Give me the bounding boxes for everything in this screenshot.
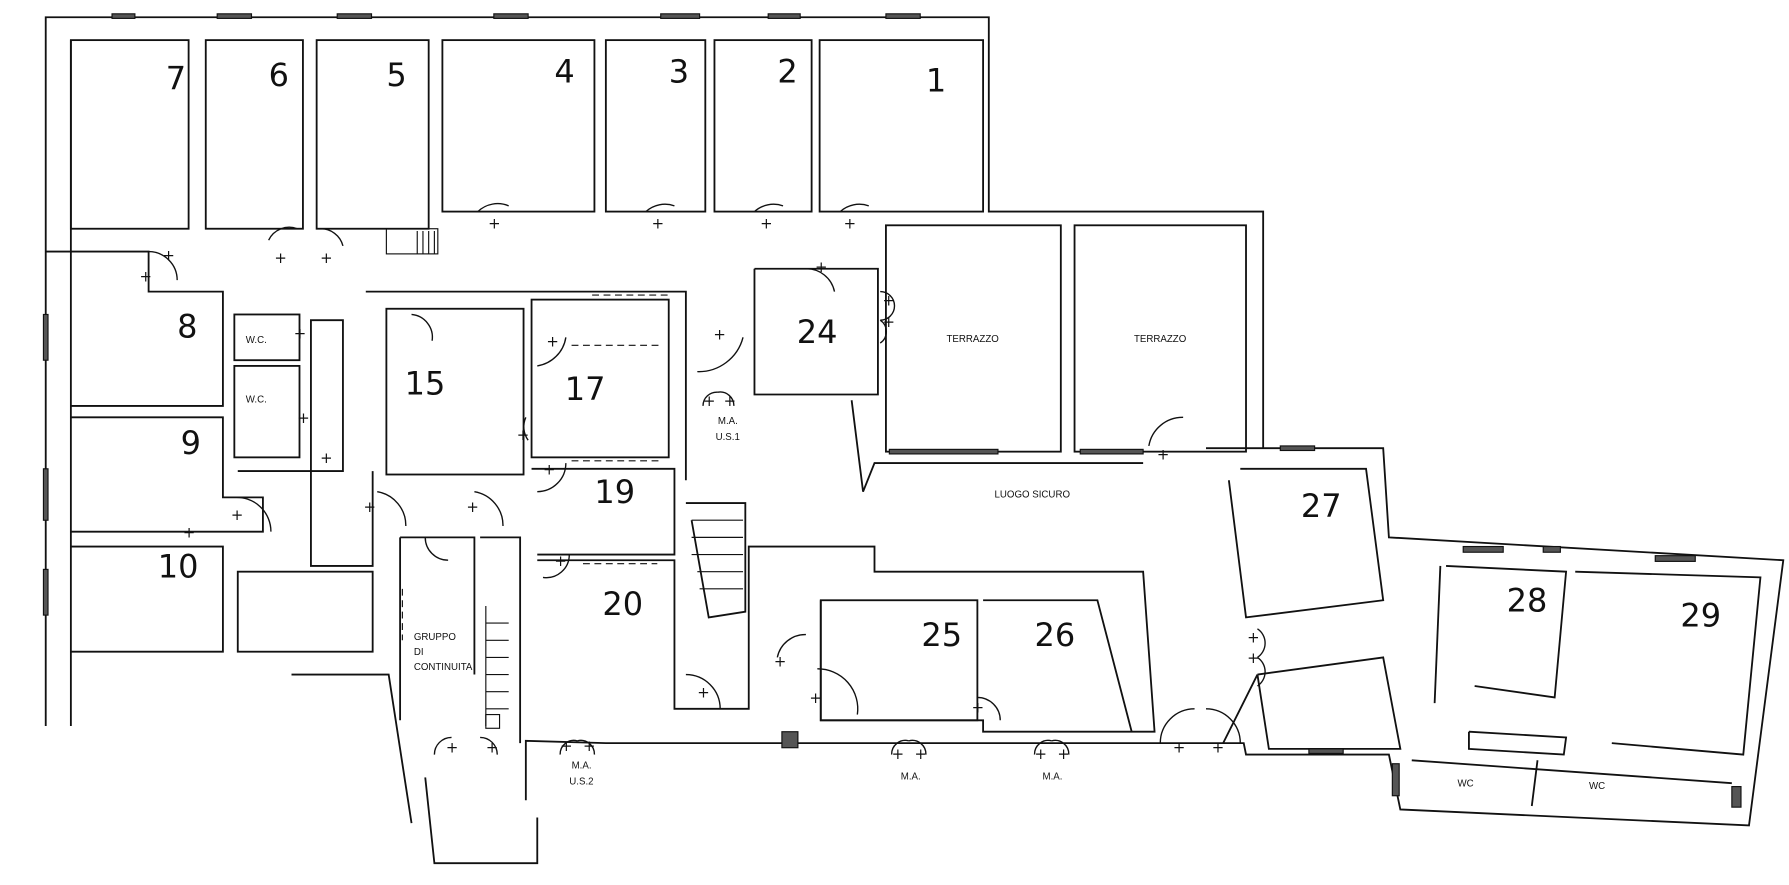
ma-label: M.A.	[901, 772, 921, 783]
top-rooms	[45, 39, 1762, 807]
door-marker: +	[320, 249, 332, 267]
gruppo-continuita-label: GRUPPO	[414, 632, 457, 643]
room-10: 10	[158, 547, 199, 585]
room-4: 4	[554, 52, 574, 90]
door-marker: +	[446, 738, 458, 756]
room-15: 15	[405, 364, 446, 402]
door-marker: +	[297, 409, 309, 427]
ma-label: M.A.	[1043, 772, 1063, 783]
door-marker: +	[1247, 649, 1259, 667]
door-marker: +	[1173, 738, 1185, 756]
room-9: 9	[181, 424, 201, 462]
door-marker: +	[162, 247, 174, 265]
door-marker: +	[972, 698, 984, 716]
door-marker: +	[760, 215, 772, 233]
door-marker: +	[583, 737, 595, 755]
windows	[42, 13, 1742, 808]
door-marker: +	[466, 498, 478, 516]
door-marker: +	[882, 313, 894, 331]
ma-us2-label: U.S.2	[569, 776, 593, 787]
room-1: 1	[926, 62, 946, 100]
door-marker: +	[486, 738, 498, 756]
gruppo-continuita-label: DI	[414, 647, 424, 658]
door-marker: +	[1212, 738, 1224, 756]
door-marker: +	[488, 215, 500, 233]
room-6: 6	[269, 56, 289, 94]
door-marker: +	[554, 552, 566, 570]
door-marker: +	[652, 215, 664, 233]
room-7: 7	[166, 59, 186, 97]
room-27: 27	[1301, 487, 1342, 525]
door-marker: +	[774, 653, 786, 671]
gruppo-continuita-label: CONTINUITA	[414, 662, 473, 673]
door-marker: +	[560, 737, 572, 755]
terrazzo-label: TERRAZZO	[947, 334, 1000, 345]
room-19: 19	[594, 473, 635, 511]
room-29: 29	[1680, 597, 1721, 635]
outer-walls	[44, 16, 1785, 865]
room-24: 24	[797, 313, 838, 351]
wc-label: W.C.	[246, 335, 267, 346]
room-20: 20	[602, 585, 643, 623]
door-marker: +	[882, 291, 894, 309]
room-5: 5	[386, 56, 406, 94]
door-marker: +	[844, 215, 856, 233]
door-marker: +	[724, 392, 736, 410]
door-marker: +	[1247, 629, 1259, 647]
room-8: 8	[177, 307, 197, 345]
room-25: 25	[921, 616, 962, 654]
door-marker: +	[815, 258, 827, 276]
stairs	[416, 231, 744, 726]
wc-label: W.C.	[246, 394, 267, 405]
door-marker: +	[915, 745, 927, 763]
door-marker: +	[809, 689, 821, 707]
ma-us1-label: U.S.1	[716, 432, 740, 443]
door-marker: +	[320, 449, 332, 467]
door-marker: +	[1157, 446, 1169, 464]
door-marker: +	[892, 745, 904, 763]
area-labels: W.C. W.C. TERRAZZO TERRAZZO LUOGO SICURO…	[246, 334, 1605, 792]
room-numbers: 1 2 3 4 5 6 7 8 9 10 15 17 19 20 24 25 2…	[158, 52, 1721, 654]
room-26: 26	[1035, 616, 1076, 654]
wc-label: WC	[1589, 781, 1605, 792]
door-marker: +	[543, 461, 555, 479]
door-marker: +	[139, 267, 151, 285]
room-2: 2	[777, 52, 797, 90]
door-marker: +	[697, 683, 709, 701]
door-marker: +	[183, 523, 195, 541]
terrazzo-label: TERRAZZO	[1134, 334, 1187, 345]
door-marker: +	[517, 426, 529, 444]
wc-label: WC	[1457, 779, 1473, 790]
room-3: 3	[669, 52, 689, 90]
door-marker: +	[713, 326, 725, 344]
doors	[148, 202, 1266, 755]
lift-icon	[485, 713, 501, 729]
door-marker: +	[1057, 745, 1069, 763]
door-marker: +	[364, 498, 376, 516]
room-28: 28	[1507, 582, 1548, 620]
luogo-sicuro-label: LUOGO SICURO	[995, 489, 1071, 500]
door-marker: +	[1035, 745, 1047, 763]
door-marker: +	[274, 249, 286, 267]
ma-us2-label: M.A.	[572, 760, 592, 771]
ma-us1-label: M.A.	[718, 416, 738, 427]
door-markers: + + + + + + + + + + + + + + + + + + + + …	[139, 215, 1259, 763]
room-17: 17	[565, 370, 606, 408]
door-marker: +	[703, 392, 715, 410]
door-marker: +	[546, 332, 558, 350]
door-marker: +	[294, 324, 306, 342]
door-marker: +	[231, 506, 243, 524]
